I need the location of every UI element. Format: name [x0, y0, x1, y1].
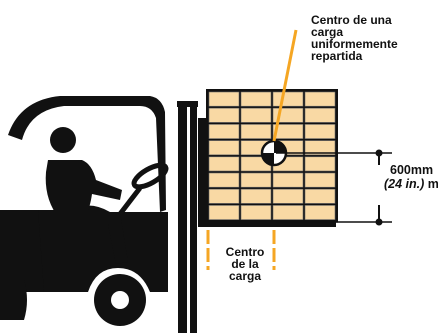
- dimension-label: 600mm (24 in.) máx: [384, 163, 438, 191]
- load-box: [208, 188, 240, 204]
- load-box: [304, 124, 336, 139]
- fork-carriage: [198, 118, 208, 224]
- load-box: [208, 205, 240, 220]
- forklift-counterweight: [0, 210, 44, 292]
- load-center-line-2: de la: [231, 257, 259, 271]
- load-box: [240, 188, 272, 204]
- uniform-load-center-line-3: uniformemente: [311, 37, 398, 51]
- uniform-load-leader: [272, 29, 298, 142]
- dimension-max: máx: [427, 177, 438, 191]
- load-box: [272, 91, 304, 107]
- dimension-mm: 600mm: [390, 163, 434, 177]
- forklift-illustration: [0, 96, 169, 326]
- load-box: [272, 172, 304, 188]
- forklift-rear-wheel: [0, 280, 27, 320]
- load-box: [208, 124, 240, 139]
- load-box: [304, 172, 336, 188]
- forklift-operator-icon: [45, 127, 128, 264]
- forks: [198, 222, 336, 227]
- load-box: [272, 205, 304, 220]
- forklift-wheel-hub: [111, 291, 129, 309]
- load-box: [208, 156, 240, 172]
- load-box: [304, 91, 336, 107]
- load-box: [304, 205, 336, 220]
- load-box: [272, 188, 304, 204]
- load-box: [240, 91, 272, 107]
- load-box: [304, 107, 336, 123]
- load-center-line-3: carga: [228, 269, 262, 283]
- forklift-cab: [8, 96, 166, 212]
- uniform-load-center-label: Centro de una carga uniformemente repart…: [311, 14, 421, 62]
- load-center-line-1: Centro: [225, 245, 265, 259]
- uniform-load-center-line-1: Centro de una: [311, 13, 392, 27]
- uniform-load-center-line-2: carga: [311, 25, 344, 39]
- load-box: [304, 156, 336, 172]
- load-box: [240, 205, 272, 220]
- load-box: [240, 172, 272, 188]
- forklift-mast: [177, 101, 198, 333]
- load-box: [208, 140, 240, 156]
- load-box: [208, 91, 240, 107]
- load-box: [208, 107, 240, 123]
- load-box: [240, 107, 272, 123]
- load-center-label: Centro de la carga: [220, 246, 270, 282]
- load-box: [304, 140, 336, 156]
- dimension-marker: [276, 149, 392, 226]
- load-box: [208, 172, 240, 188]
- load-boxes: [206, 89, 338, 223]
- load-box: [272, 124, 304, 139]
- uniform-load-center-line-4: repartida: [311, 49, 363, 63]
- steering-wheel-icon: [131, 162, 169, 190]
- load-box: [304, 188, 336, 204]
- load-box: [240, 124, 272, 139]
- dimension-inches: (24 in.): [384, 177, 425, 191]
